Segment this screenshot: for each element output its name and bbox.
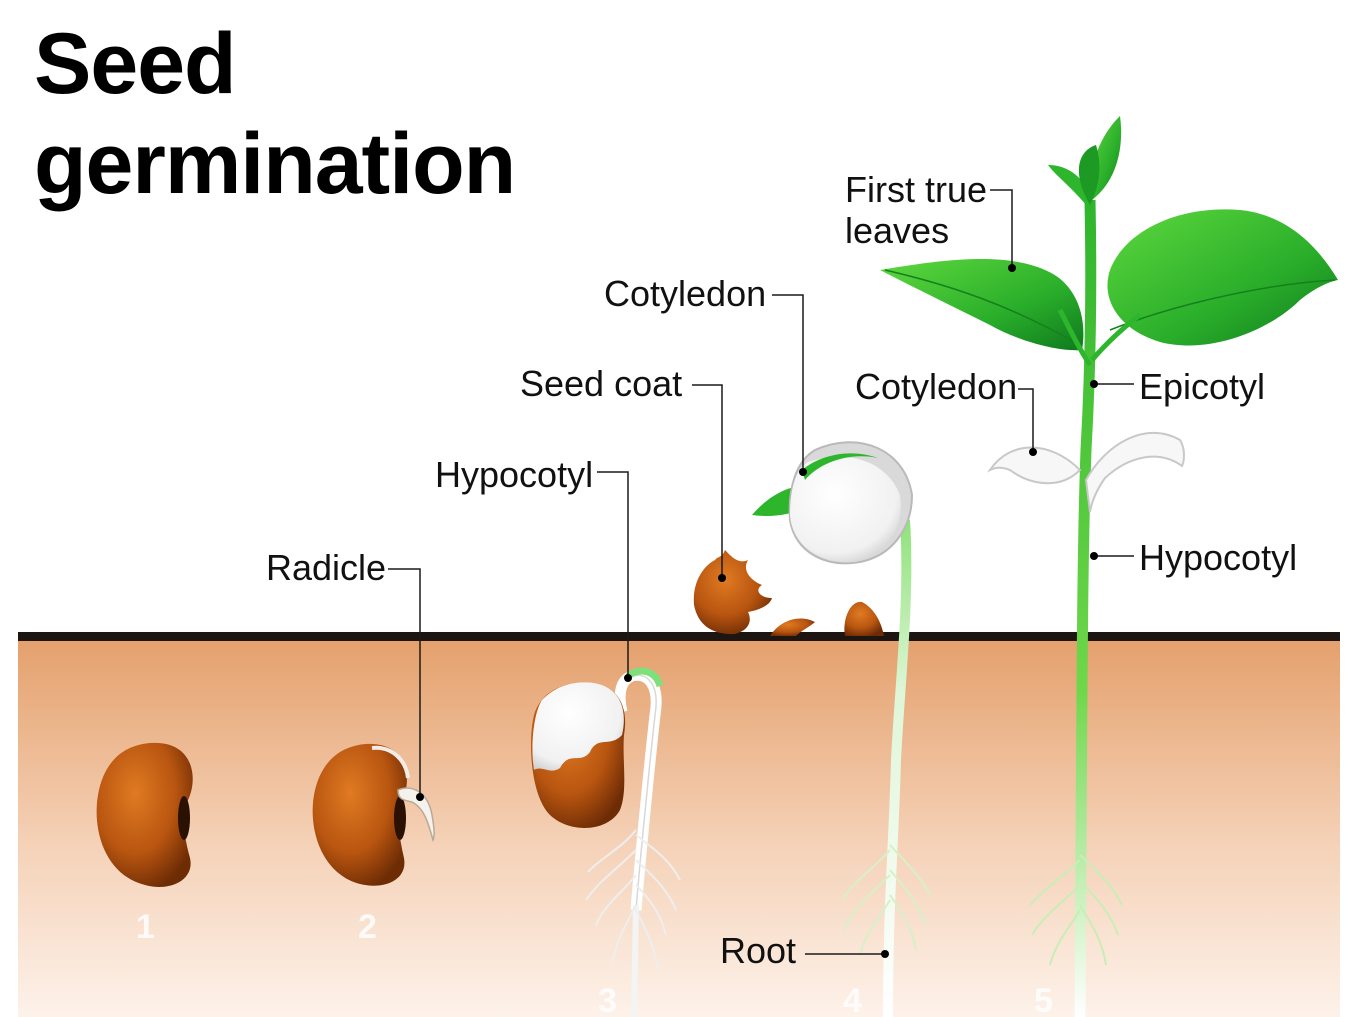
title-line-1: Seed	[34, 16, 237, 112]
diagram-title: Seed germination	[34, 14, 516, 214]
soil	[18, 638, 1340, 1017]
ground-line	[18, 632, 1340, 641]
label-epicotyl: Epicotyl	[1139, 366, 1266, 407]
seed-stage1	[96, 742, 193, 887]
label-hypocotyl-stage3: Hypocotyl	[435, 454, 594, 495]
callout-dots	[416, 264, 1098, 958]
label-first-true-leaves-line2: leaves	[845, 210, 950, 251]
stage-number-2: 2	[358, 908, 377, 946]
label-root: Root	[720, 930, 797, 971]
label-radicle: Radicle	[266, 547, 387, 588]
stage-number-5: 5	[1034, 982, 1053, 1017]
label-hypocotyl-stage5: Hypocotyl	[1139, 537, 1298, 578]
title-line-2: germination	[34, 116, 516, 212]
label-first-true-leaves-line1: First true	[845, 169, 988, 210]
label-cotyledon-stage5: Cotyledon	[855, 366, 1018, 407]
callout-lines	[388, 189, 1134, 955]
label-cotyledon-stage4: Cotyledon	[604, 273, 767, 314]
stage-number-3: 3	[598, 982, 617, 1017]
seedling-stage5	[880, 116, 1338, 1017]
stage-number-4: 4	[843, 982, 862, 1017]
seed-stage2	[312, 743, 435, 886]
stage-number-1: 1	[136, 908, 155, 946]
seedling-stage4	[693, 441, 931, 1017]
label-seed-coat: Seed coat	[520, 363, 683, 404]
seed-stage3	[531, 667, 681, 1017]
